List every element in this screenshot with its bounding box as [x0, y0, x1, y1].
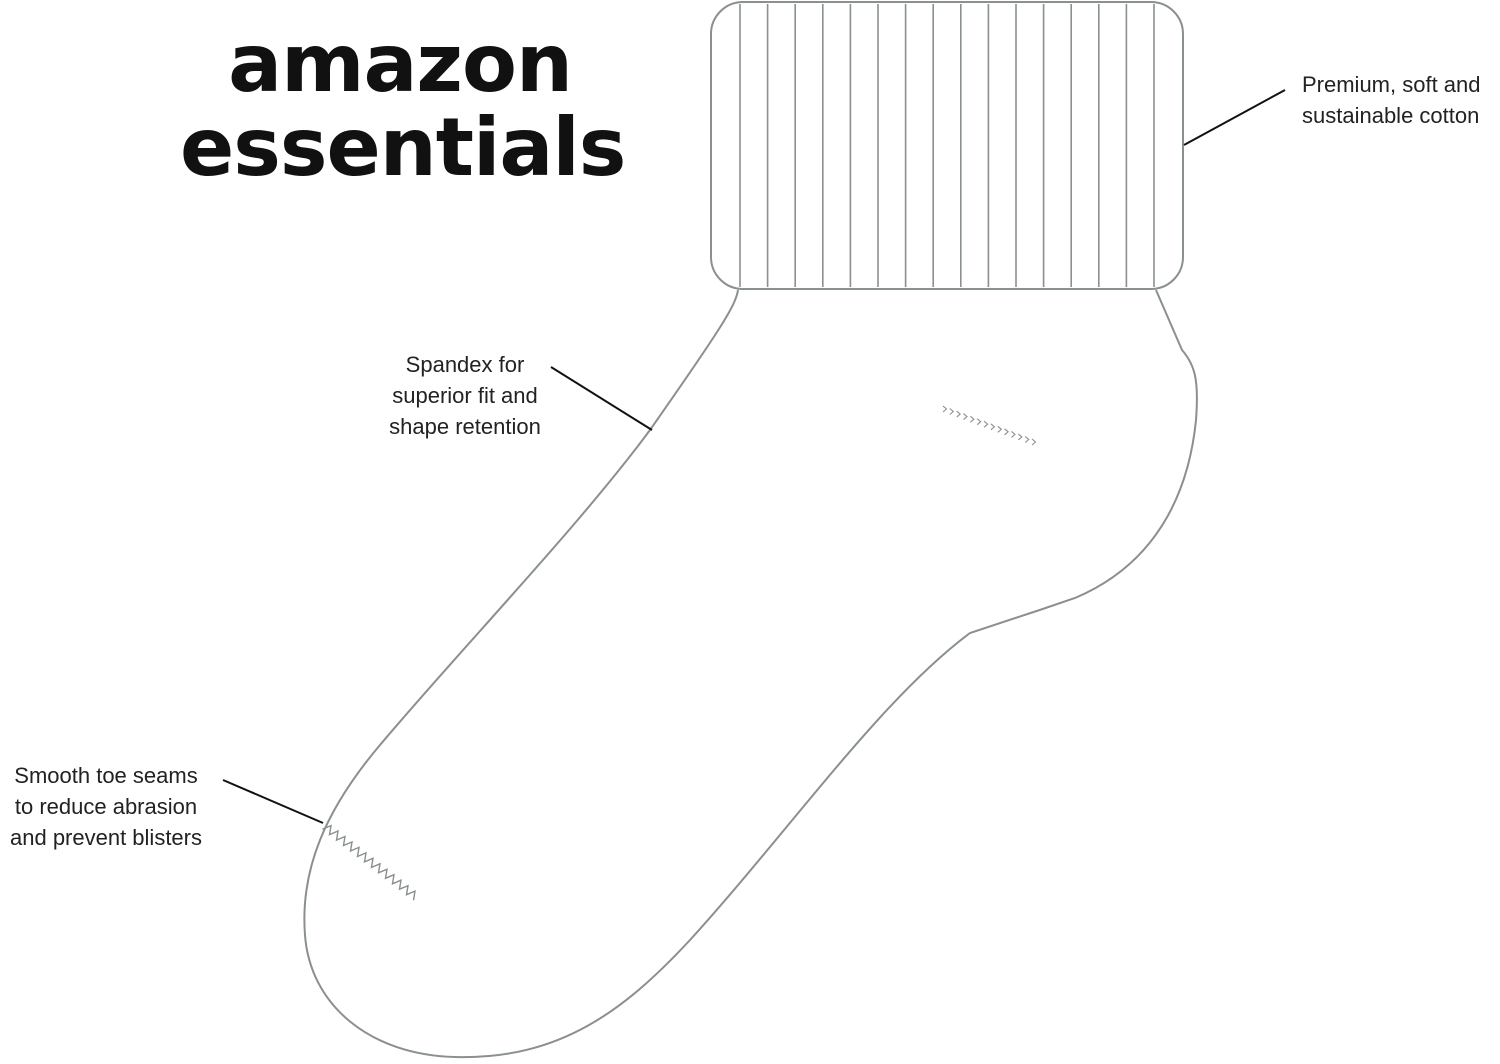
knit-chevron-mark	[983, 420, 989, 428]
callout-spandex-line-1: Spandex for	[405, 352, 525, 377]
knit-chevron-mark	[997, 425, 1003, 433]
knit-chevron-mark	[990, 423, 996, 431]
callout-cotton: Premium, soft and sustainable cotton	[1302, 69, 1500, 131]
toe-seam-stitch	[322, 824, 416, 901]
callout-toe: Smooth toe seams to reduce abrasion and …	[0, 760, 212, 853]
sock-cuff	[710, 1, 1184, 290]
brand-logo-line-1: amazon	[228, 17, 573, 110]
callout-cotton-line-1: Premium, soft and	[1302, 72, 1481, 97]
knit-chevron-mark	[1017, 433, 1023, 441]
callout-toe-line-3: and prevent blisters	[10, 825, 202, 850]
sock-body-outline	[303, 289, 1198, 1059]
callout-spandex-line-3: shape retention	[389, 414, 541, 439]
knit-chevron-mark	[963, 413, 968, 421]
brand-logo-line-2: essentials	[180, 101, 626, 194]
knit-chevron-mark	[949, 408, 955, 415]
knit-chevron-mark	[976, 418, 982, 426]
callout-toe-line-2: to reduce abrasion	[14, 794, 198, 819]
knit-chevron-mark	[956, 410, 962, 418]
knit-chevron-mark	[970, 415, 975, 423]
callout-cotton-line-2: sustainable cotton	[1302, 103, 1480, 128]
leader-line-cotton	[1183, 89, 1286, 146]
callout-spandex-line-2: superior fit and	[392, 383, 538, 408]
leader-line-toe	[222, 779, 324, 824]
knit-chevron-mark	[1011, 430, 1016, 438]
callout-spandex: Spandex for superior fit and shape reten…	[372, 349, 558, 442]
cuff-ribs	[739, 4, 1155, 287]
callout-toe-line-1: Smooth toe seams	[14, 763, 198, 788]
knit-chevron-mark	[942, 405, 948, 413]
brand-logo: amazon essentials	[180, 17, 626, 194]
leader-line-spandex	[550, 366, 653, 431]
knit-chevron-mark	[1024, 436, 1030, 443]
knit-chevron-mark	[1031, 438, 1037, 446]
knit-chevron-mark	[1004, 428, 1009, 436]
knit-texture-marks	[942, 405, 1037, 446]
